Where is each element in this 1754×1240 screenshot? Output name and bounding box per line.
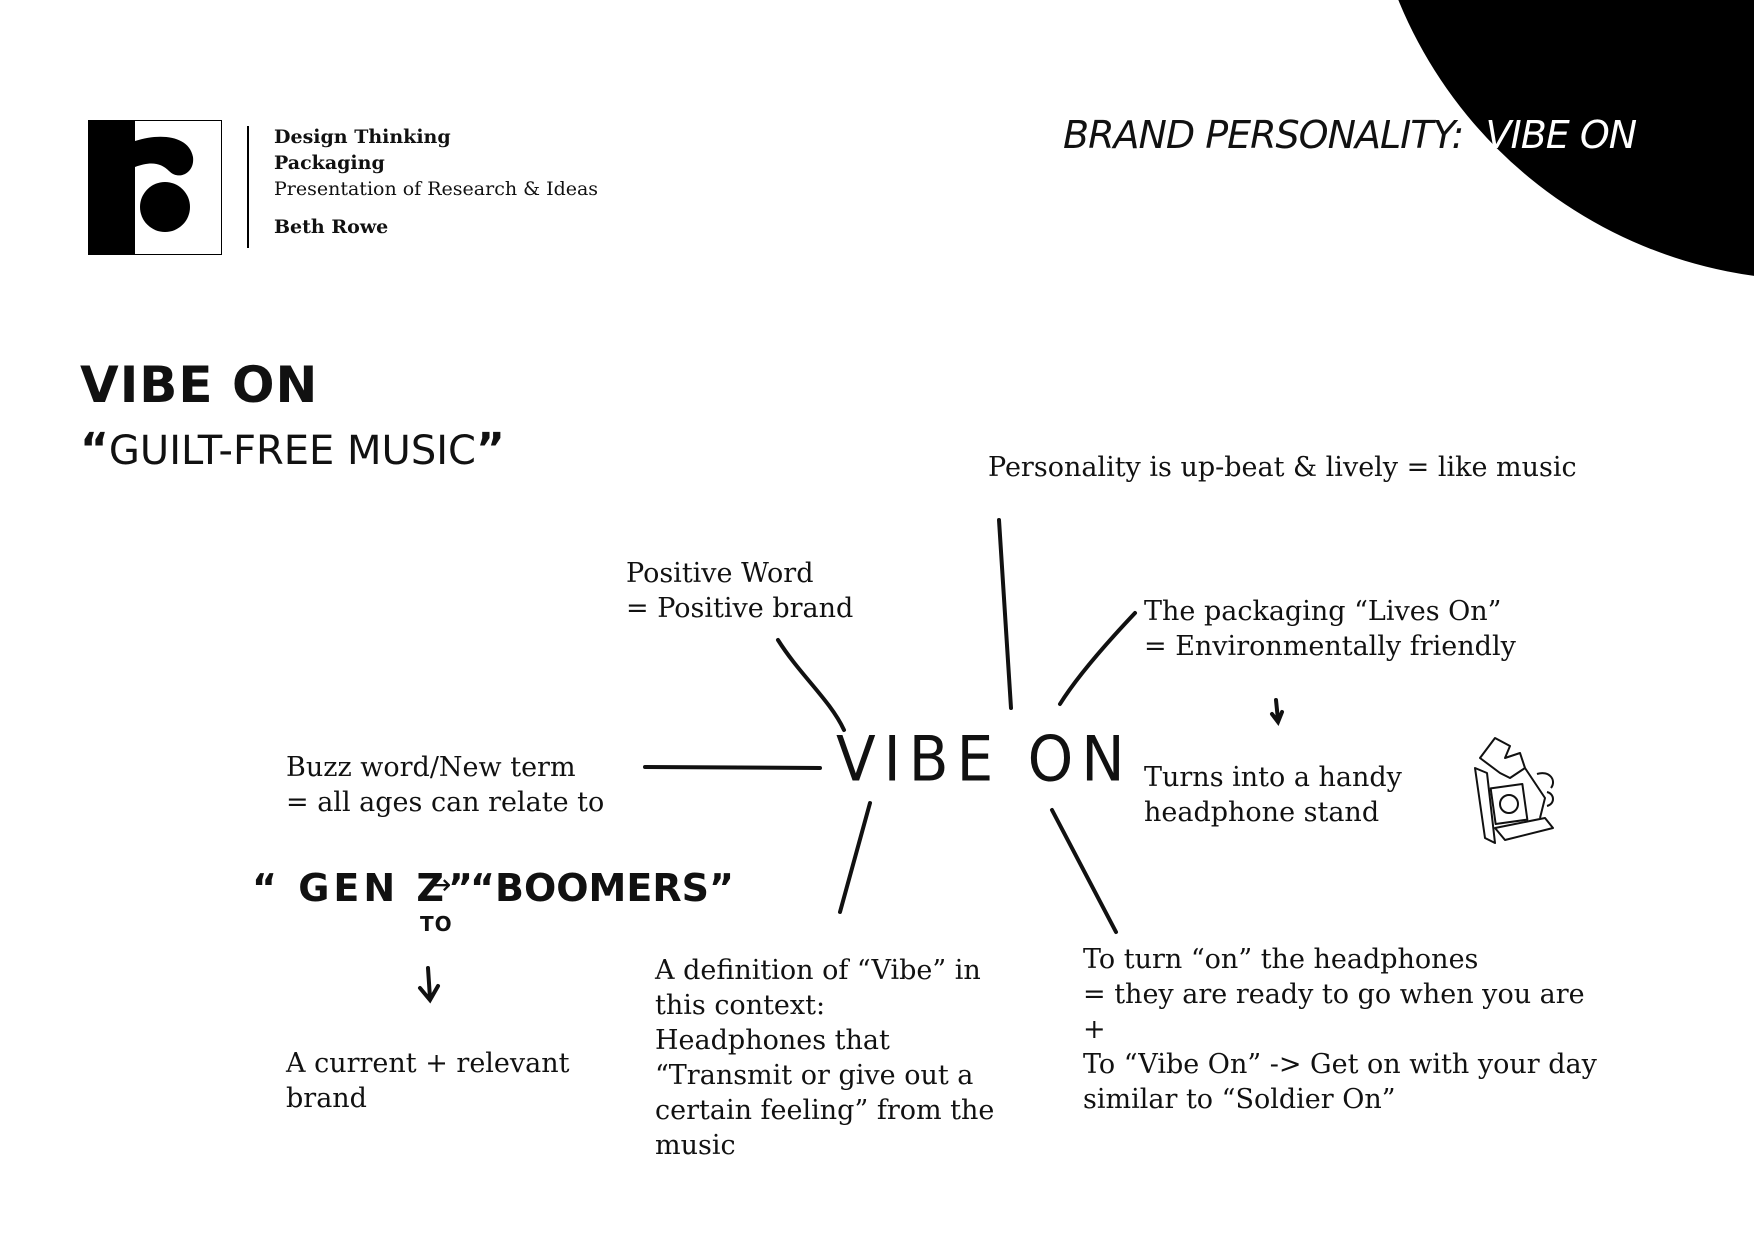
headphone-stand-sketch-icon xyxy=(1474,737,1555,844)
note-definition: A definition of “Vibe” in this context: … xyxy=(655,953,994,1163)
presentation-description: Presentation of Research & Ideas xyxy=(274,178,599,200)
note-current-line-1: A current + relevant xyxy=(286,1048,570,1079)
note-turn-on-line-4: To “Vibe On” -> Get on with your day xyxy=(1083,1049,1597,1080)
note-current-line-2: brand xyxy=(286,1083,367,1114)
connector-turn-on xyxy=(1050,808,1118,934)
note-buzz-line-1: Buzz word/New term xyxy=(286,752,576,783)
note-buzz-word: Buzz word/New term = all ages can relate… xyxy=(286,750,604,820)
note-definition-line-6: music xyxy=(655,1130,736,1161)
note-turn-on: To turn “on” the headphones = they are r… xyxy=(1083,942,1597,1117)
note-definition-line-1: A definition of “Vibe” in xyxy=(655,955,981,986)
section-heading-prefix: BRAND PERSONALITY: xyxy=(1063,113,1464,157)
handwritten-arrow: → xyxy=(428,868,452,901)
connector-personality xyxy=(997,518,1013,710)
note-packaging-line-1: The packaging “Lives On” xyxy=(1144,596,1502,627)
note-positive-word: Positive Word = Positive brand xyxy=(626,556,853,626)
note-definition-line-5: certain feeling” from the xyxy=(655,1095,995,1126)
note-turn-on-line-1: To turn “on” the headphones xyxy=(1083,944,1479,975)
connector-definition xyxy=(838,801,872,914)
header-block: Design Thinking Packaging Presentation o… xyxy=(274,124,598,240)
section-heading: BRAND PERSONALITY: VIBE ON xyxy=(1063,112,1638,158)
note-turn-on-line-5: similar to “Soldier On” xyxy=(1083,1084,1396,1115)
down-arrow-genz xyxy=(418,966,440,1004)
connector-buzz xyxy=(643,765,822,770)
note-headphone-stand: Turns into a handy headphone stand xyxy=(1144,760,1402,830)
mind-map-center: VIBE ON xyxy=(836,722,1133,796)
page-title: VIBE ON xyxy=(80,356,319,414)
section-heading-name: VIBE ON xyxy=(1485,113,1638,157)
note-personality: Personality is up-beat & lively = like m… xyxy=(988,452,1577,483)
note-definition-line-2: this context: xyxy=(655,990,826,1021)
note-positive-line-1: Positive Word xyxy=(626,558,814,589)
note-positive-line-2: = Positive brand xyxy=(626,593,854,624)
note-packaging-line-2: = Environmentally friendly xyxy=(1144,631,1516,662)
note-stand-line-2: headphone stand xyxy=(1144,797,1380,828)
note-current-brand: A current + relevant brand xyxy=(286,1046,570,1116)
subtitle-close-quote: ” xyxy=(475,424,505,475)
author-name: Beth Rowe xyxy=(274,216,389,238)
logo-r-mark xyxy=(88,120,222,255)
note-definition-line-3: Headphones that xyxy=(655,1025,890,1056)
down-arrow-stand xyxy=(1270,698,1284,727)
connector-positive xyxy=(776,638,846,732)
note-turn-on-line-3: + xyxy=(1083,1014,1106,1045)
connector-packaging xyxy=(1058,611,1137,706)
note-definition-line-4: “Transmit or give out a xyxy=(655,1060,974,1091)
module-name: Packaging xyxy=(274,152,385,174)
subtitle-text: GUILT-FREE MUSIC xyxy=(108,428,476,474)
note-stand-line-1: Turns into a handy xyxy=(1144,762,1402,793)
subtitle-open-quote: “ xyxy=(80,424,109,475)
handwritten-gen-z: “ GEN Z” xyxy=(252,866,477,910)
header-divider xyxy=(247,126,249,248)
note-buzz-line-2: = all ages can relate to xyxy=(286,787,605,818)
page-subtitle: “GUILT-FREE MUSIC” xyxy=(80,425,505,476)
note-turn-on-line-2: = they are ready to go when you are xyxy=(1083,979,1585,1010)
course-title: Design Thinking xyxy=(274,126,451,148)
handwritten-to: TO xyxy=(420,912,453,936)
note-packaging: The packaging “Lives On” = Environmental… xyxy=(1144,594,1516,664)
handwritten-boomers: “BOOMERS” xyxy=(470,866,734,910)
